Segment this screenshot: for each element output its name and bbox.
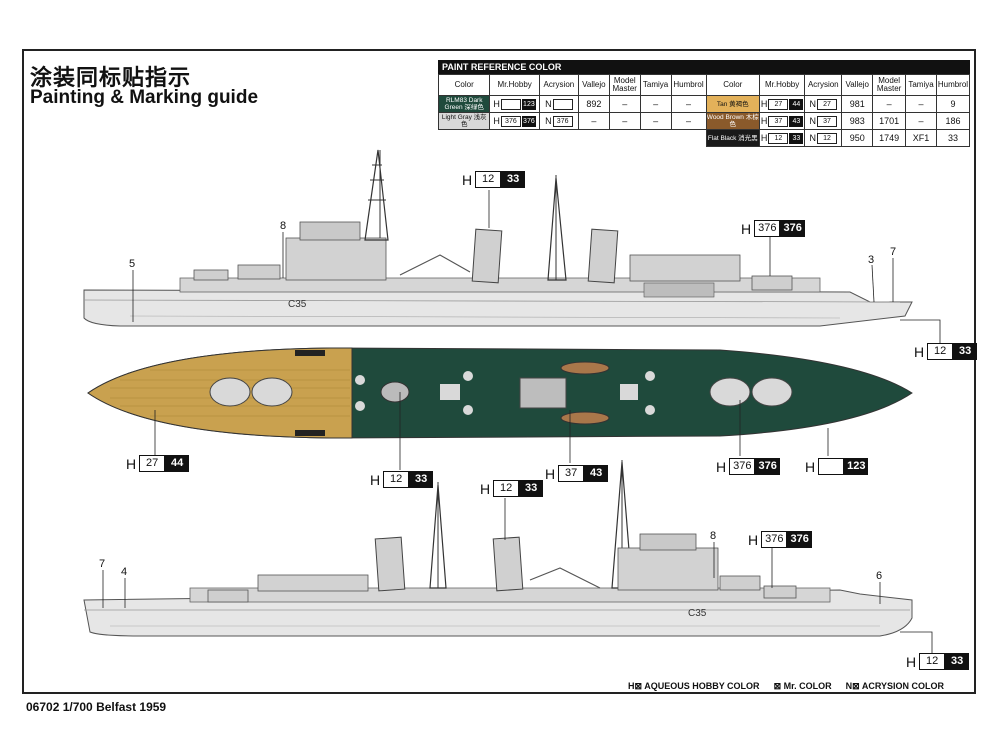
drawing-frame bbox=[22, 49, 976, 694]
col-header: Humbrol bbox=[670, 74, 707, 96]
part-number: 4 bbox=[121, 566, 128, 578]
color-swatch: Tan 黄褐色 bbox=[705, 95, 760, 113]
model-master-code: – bbox=[608, 112, 641, 130]
part-number: 5 bbox=[129, 258, 136, 270]
port-side-view: C35 bbox=[83, 460, 913, 637]
kit-footer: 06702 1/700 Belfast 1959 bbox=[26, 700, 167, 714]
part-number: 3 bbox=[868, 254, 875, 266]
deck-plan-view bbox=[87, 347, 913, 439]
vallejo-code: – bbox=[577, 112, 610, 130]
paint-reference-table: PAINT REFERENCE COLOR Color Mr.Hobby Acr… bbox=[437, 60, 971, 147]
legend-acrysion: N⊠ ACRYSION COLOR bbox=[845, 681, 944, 691]
acrysion-code: N bbox=[538, 95, 579, 113]
color-swatch: Light Gray 浅灰色 bbox=[437, 112, 491, 130]
starboard-side-view: C35 bbox=[83, 149, 913, 327]
legend-aqueous: H⊠ AQUEOUS HOBBY COLOR bbox=[628, 681, 760, 691]
part-number: 6 bbox=[876, 570, 883, 582]
hull-number: C35 bbox=[688, 608, 707, 619]
leader-lines bbox=[102, 190, 941, 654]
hull-number: C35 bbox=[288, 299, 307, 310]
humbrol-code: 33 bbox=[935, 129, 971, 147]
paint-table: Color Mr.Hobby Acrysion Vallejo Model Ma… bbox=[437, 74, 971, 147]
part-number: 8 bbox=[280, 220, 287, 232]
legend-mr-color: ⊠ Mr. COLOR bbox=[773, 681, 832, 691]
humbrol-code: – bbox=[670, 112, 707, 130]
part-number: 7 bbox=[99, 558, 106, 570]
title-chinese: 涂装同标贴指示 bbox=[30, 66, 192, 91]
paint-table-header-row: Color Mr.Hobby Acrysion Vallejo Model Ma… bbox=[437, 74, 971, 96]
tamiya-code: XF1 bbox=[905, 129, 937, 147]
col-header: Model Master bbox=[608, 74, 641, 96]
paint-table-heading: PAINT REFERENCE COLOR bbox=[438, 60, 970, 74]
tamiya-code: – bbox=[639, 112, 672, 130]
color-swatch: RLM83 Dark Green 深绿色 bbox=[437, 95, 491, 113]
part-number: 8 bbox=[710, 530, 717, 542]
part-number: 7 bbox=[890, 246, 897, 258]
paint-legend: H⊠ AQUEOUS HOBBY COLOR ⊠ Mr. COLOR N⊠ AC… bbox=[628, 681, 944, 692]
model-master-code: 1749 bbox=[872, 129, 907, 147]
color-swatch: Wood Brown 木棕色 bbox=[705, 112, 760, 130]
color-swatch: Flat Black 消光黑 bbox=[705, 129, 760, 147]
title-english: Painting & Marking guide bbox=[30, 87, 259, 108]
